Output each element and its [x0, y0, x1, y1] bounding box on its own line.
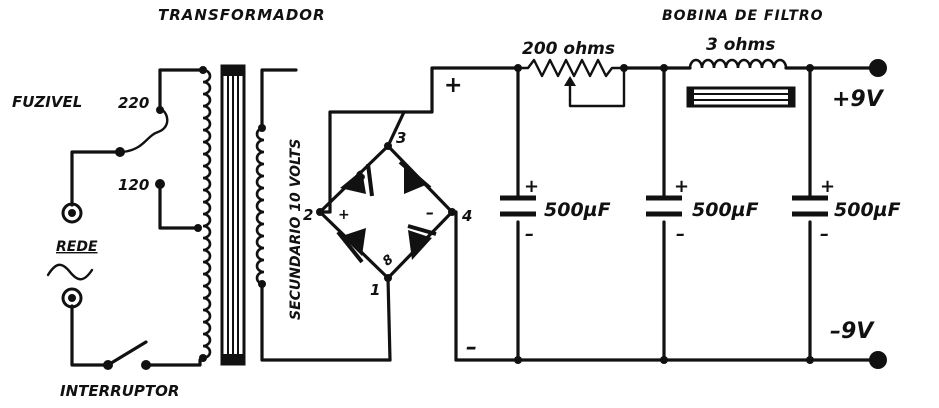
- diode-2: [398, 160, 432, 194]
- capacitor-2-value: 500µF: [692, 199, 759, 221]
- switch-symbol: [106, 340, 148, 367]
- filter-choke-coil: [688, 58, 788, 69]
- output-terminal-positive: [869, 59, 887, 77]
- capacitor-1-minus: –: [525, 224, 534, 245]
- diode-3: [336, 228, 366, 264]
- output-terminals: +9V –9V: [830, 59, 887, 369]
- bridge-rectifier: 8 8 1 2 3 4 + – + –: [303, 66, 520, 362]
- diode-1: [340, 163, 374, 197]
- output-positive-label: +9V: [832, 87, 885, 112]
- secondary-winding: [255, 126, 265, 286]
- choke-value-label: 3 ohms: [706, 35, 775, 55]
- ac-symbol: [46, 263, 94, 281]
- transformer: SECUNDARIO 10 VOLTS: [199, 64, 392, 366]
- bridge-node-2: 2: [303, 206, 313, 224]
- output-terminal-negative: [869, 351, 887, 369]
- transformer-label: TRANSFORMADOR: [158, 6, 326, 24]
- capacitor-3-plus: +: [820, 176, 835, 197]
- bridge-minus-label: –: [466, 335, 477, 360]
- mains-input: FUZIVEL 220 120 REDE INTERRUPTOR: [12, 68, 205, 400]
- fuse-label: FUZIVEL: [12, 93, 82, 111]
- capacitor-3: [792, 195, 828, 217]
- tap-220-label: 220: [118, 94, 149, 112]
- capacitor-1-value: 500µF: [544, 199, 611, 221]
- filter-choke-core: [686, 86, 796, 108]
- diode-mark-2: 8: [380, 252, 397, 269]
- switch-label: INTERRUPTOR: [60, 382, 179, 400]
- capacitor-3-value: 500µF: [834, 199, 901, 221]
- bridge-minus-mark: –: [426, 203, 434, 222]
- filter-network: + – 500µF 200 ohms + – 500µF: [454, 35, 901, 364]
- primary-winding: [202, 68, 212, 360]
- resistor-label: 200 ohms: [522, 39, 615, 59]
- capacitor-1-plus: +: [524, 176, 539, 197]
- output-negative-label: –9V: [830, 319, 875, 344]
- mains-terminal-top: [61, 202, 83, 224]
- fuse-symbol: [120, 106, 169, 154]
- capacitor-1: [500, 195, 536, 217]
- filter-choke-label: BOBINA DE FILTRO: [662, 8, 824, 24]
- transformer-core: [220, 64, 246, 366]
- bridge-node-3: 3: [396, 129, 406, 147]
- resistor-200-ohms: [516, 58, 626, 78]
- bridge-node-4: 4: [461, 207, 472, 225]
- bridge-plus-mark: +: [338, 207, 350, 223]
- capacitor-2-minus: –: [676, 224, 685, 245]
- bridge-plus-label: +: [444, 73, 462, 98]
- secondary-label: SECUNDARIO 10 VOLTS: [288, 139, 304, 320]
- tap-120-label: 120: [118, 176, 149, 194]
- capacitor-3-minus: –: [820, 224, 829, 245]
- mains-label: REDE: [56, 239, 98, 255]
- capacitor-2-plus: +: [674, 176, 689, 197]
- bridge-node-1: 1: [370, 281, 380, 299]
- capacitor-2: [646, 195, 682, 217]
- diode-4: [407, 224, 437, 260]
